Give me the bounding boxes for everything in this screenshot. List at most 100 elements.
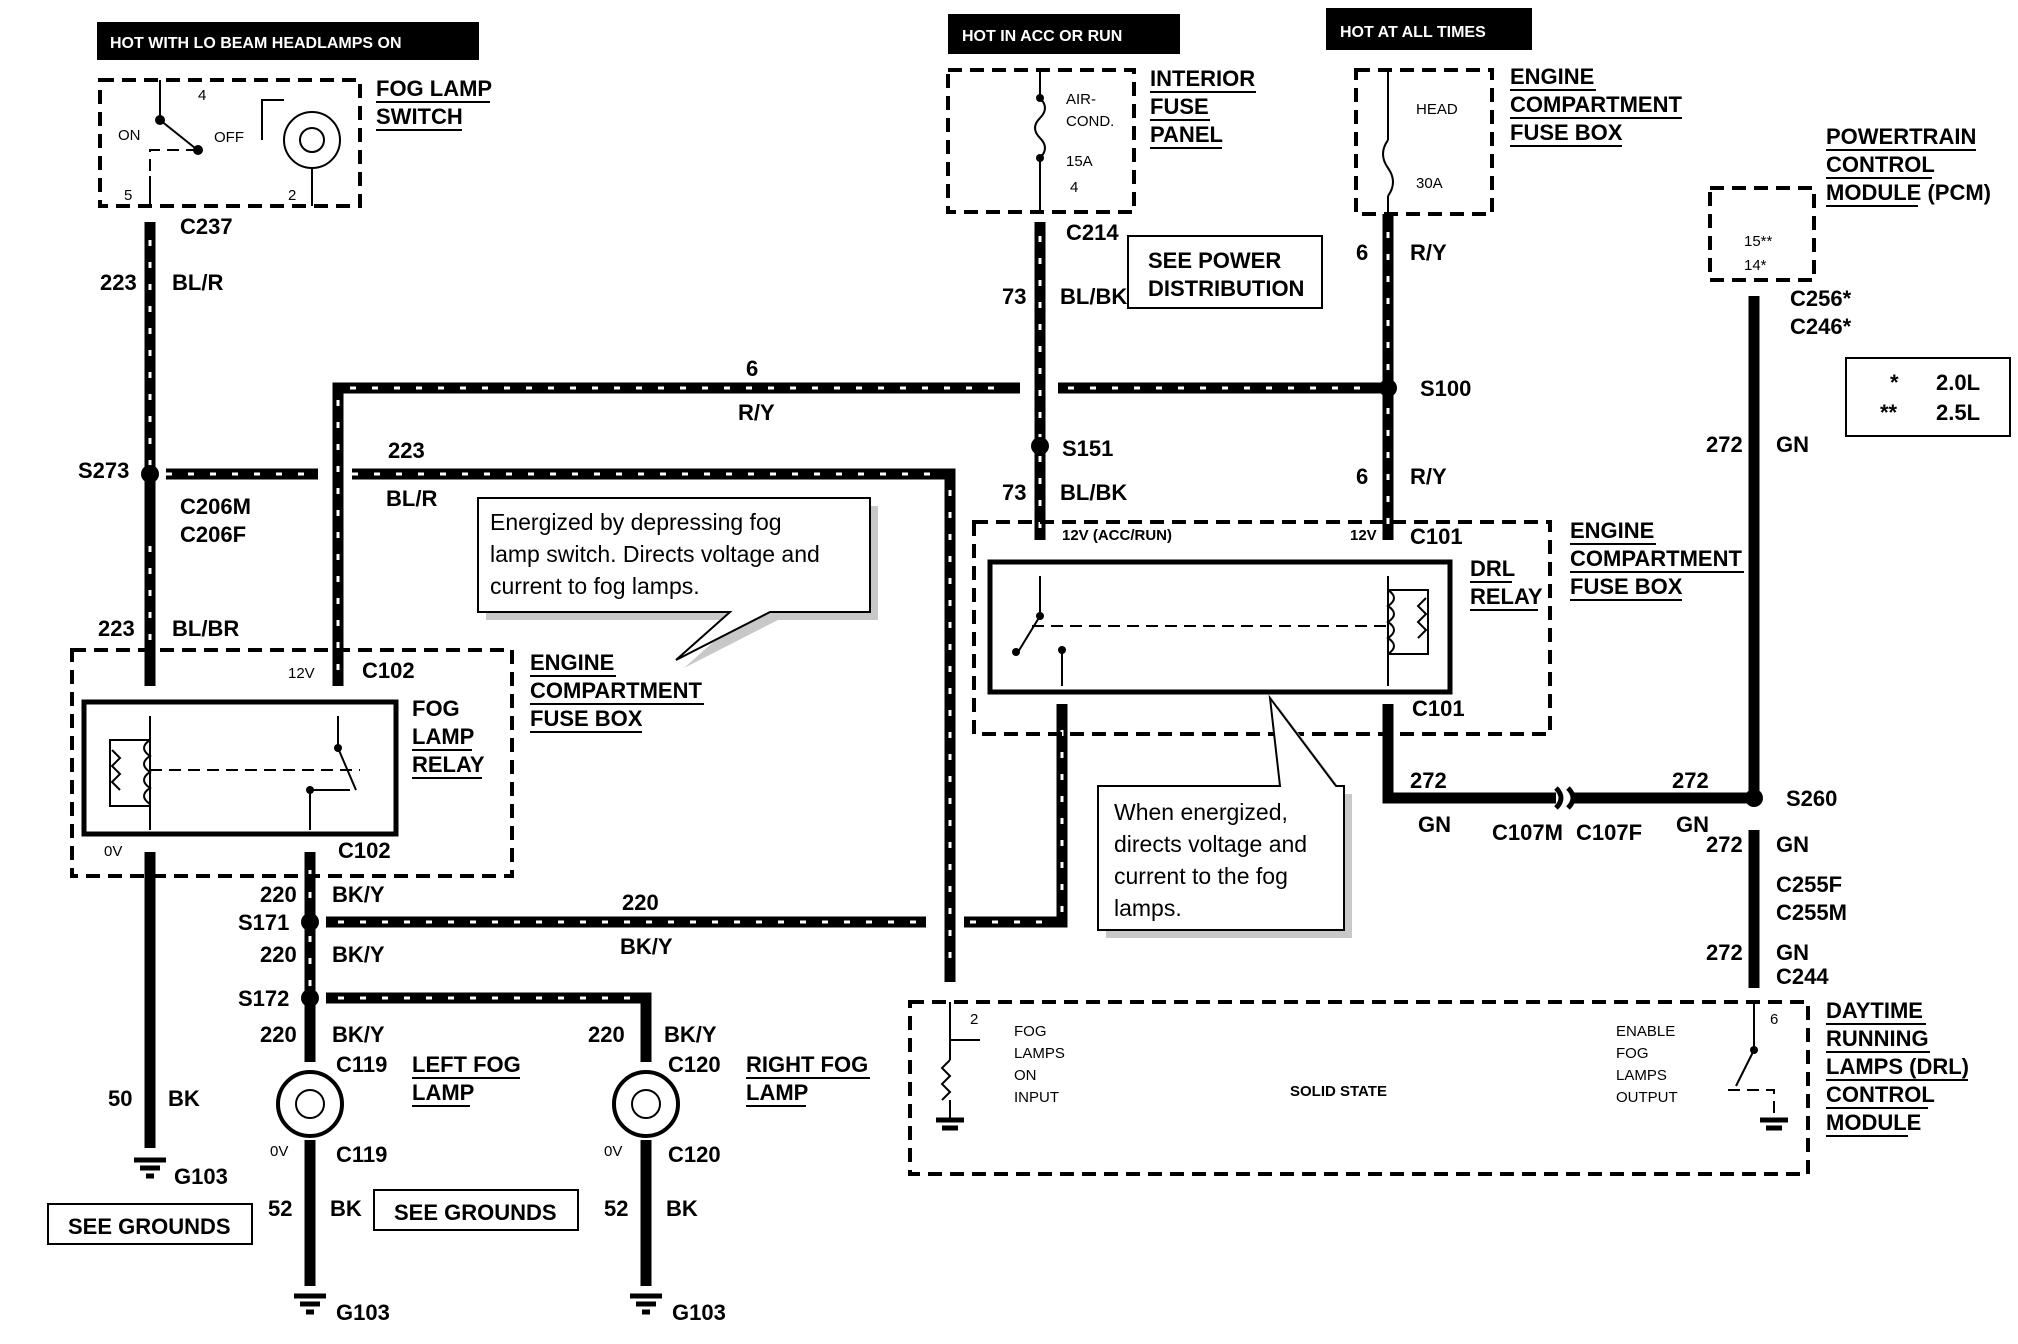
svg-text:HEAD: HEAD bbox=[1416, 101, 1458, 118]
see-grounds-box-mid: SEE GROUNDS bbox=[373, 1189, 579, 1231]
drl-relay-contact-icon bbox=[1017, 615, 1041, 653]
svg-text:220: 220 bbox=[260, 882, 297, 907]
splice-s100: S100 bbox=[1420, 376, 1471, 401]
svg-text:ENGINE: ENGINE bbox=[1510, 64, 1594, 89]
ground-icon-left-lamp bbox=[294, 1293, 326, 1315]
splice-s273: S273 bbox=[78, 458, 129, 483]
svg-text:BL/BR: BL/BR bbox=[172, 616, 239, 641]
switch-pin2: 2 bbox=[288, 187, 296, 204]
svg-text:LAMP: LAMP bbox=[412, 724, 474, 749]
connector-c206f: C206F bbox=[180, 522, 246, 547]
svg-text:220: 220 bbox=[260, 942, 297, 967]
right-fog-lamp-label: RIGHT FOG LAMP bbox=[746, 1052, 870, 1107]
svg-text:BK/Y: BK/Y bbox=[332, 1022, 385, 1047]
svg-text:272: 272 bbox=[1706, 940, 1743, 965]
connector-c246: C246* bbox=[1790, 314, 1852, 339]
connector-labels: C237 C214 C256* C246* C206M C206F C102 C… bbox=[180, 214, 1852, 1167]
engine-fuse-box-left-label: ENGINE COMPARTMENT FUSE BOX bbox=[530, 650, 704, 733]
connector-c255m: C255M bbox=[1776, 900, 1847, 925]
svg-text:GN: GN bbox=[1776, 940, 1809, 965]
svg-text:FUSE: FUSE bbox=[1150, 94, 1209, 119]
svg-text:MODULE (PCM): MODULE (PCM) bbox=[1826, 180, 1991, 205]
connector-c102-bottom: C102 bbox=[338, 838, 391, 863]
svg-text:GN: GN bbox=[1418, 812, 1451, 837]
connector-c107m: C107M bbox=[1492, 820, 1563, 845]
svg-text:**: ** bbox=[1880, 400, 1898, 425]
header-lo-beam-text: HOT WITH LO BEAM HEADLAMPS ON bbox=[110, 35, 402, 52]
engine-fuse-box-top: HEAD 30A bbox=[1354, 68, 1494, 216]
svg-text:FOG: FOG bbox=[412, 696, 460, 721]
svg-text:FOG: FOG bbox=[1616, 1045, 1649, 1062]
svg-text:6: 6 bbox=[1770, 1011, 1778, 1028]
head-fuse-icon bbox=[1382, 139, 1394, 197]
svg-text:12V: 12V bbox=[288, 665, 315, 682]
switch-on: ON bbox=[118, 127, 141, 144]
svg-text:SWITCH: SWITCH bbox=[376, 104, 463, 129]
svg-text:directs voltage and: directs voltage and bbox=[1114, 831, 1307, 857]
connector-c120-top: C120 bbox=[668, 1052, 721, 1077]
connector-c214: C214 bbox=[1066, 220, 1119, 245]
svg-text:COND.: COND. bbox=[1066, 113, 1114, 130]
svg-text:INTERIOR: INTERIOR bbox=[1150, 66, 1255, 91]
c107-connector-icon bbox=[1554, 786, 1576, 810]
connector-c244: C244 bbox=[1776, 964, 1829, 989]
switch-pin5: 5 bbox=[124, 187, 132, 204]
header-acc-run: HOT IN ACC OR RUN bbox=[948, 14, 1180, 54]
header-all-times-text: HOT AT ALL TIMES bbox=[1340, 24, 1486, 41]
svg-text:BK: BK bbox=[168, 1086, 200, 1111]
fog-relay-label: FOG LAMP RELAY bbox=[412, 696, 485, 779]
see-power-distribution-box: SEE POWER DISTRIBUTION bbox=[1127, 235, 1323, 309]
svg-text:LAMPS (DRL): LAMPS (DRL) bbox=[1826, 1054, 1969, 1079]
svg-text:current to the fog: current to the fog bbox=[1114, 863, 1288, 889]
drl-control-module: 2 6 FOG LAMPS ON INPUT ENABLE FOG LAMPS … bbox=[908, 1000, 1810, 1176]
svg-text:lamp switch. Directs voltage a: lamp switch. Directs voltage and bbox=[490, 541, 820, 567]
svg-text:FUSE BOX: FUSE BOX bbox=[1570, 574, 1683, 599]
svg-text:6: 6 bbox=[746, 356, 758, 381]
svg-text:*: * bbox=[1890, 370, 1899, 395]
connector-c237: C237 bbox=[180, 214, 233, 239]
voltage-labels: 12V 0V 12V (ACC/RUN) 12V 0V 0V bbox=[104, 527, 1377, 1160]
svg-text:MODULE: MODULE bbox=[1826, 1110, 1921, 1135]
svg-text:FUSE BOX: FUSE BOX bbox=[1510, 120, 1623, 145]
svg-text:52: 52 bbox=[268, 1196, 292, 1221]
splice-s171: S171 bbox=[238, 910, 289, 935]
right-fog-lamp-icon bbox=[612, 1070, 680, 1138]
svg-text:ENGINE: ENGINE bbox=[1570, 518, 1654, 543]
svg-text:R/Y: R/Y bbox=[738, 400, 775, 425]
svg-text:When energized,: When energized, bbox=[1114, 799, 1288, 825]
splice-s151: S151 bbox=[1062, 436, 1113, 461]
svg-text:50: 50 bbox=[108, 1086, 132, 1111]
svg-text:SEE GROUNDS: SEE GROUNDS bbox=[394, 1200, 557, 1225]
splice-s260: S260 bbox=[1786, 786, 1837, 811]
svg-text:AIR-: AIR- bbox=[1066, 91, 1096, 108]
header-all-times: HOT AT ALL TIMES bbox=[1326, 8, 1532, 50]
svg-text:FUSE BOX: FUSE BOX bbox=[530, 706, 643, 731]
svg-text:INPUT: INPUT bbox=[1014, 1089, 1059, 1106]
svg-text:R/Y: R/Y bbox=[1410, 240, 1447, 265]
engine-note-box: * 2.0L ** 2.5L bbox=[1845, 357, 2011, 437]
svg-text:220: 220 bbox=[260, 1022, 297, 1047]
svg-text:current to fog lamps.: current to fog lamps. bbox=[490, 573, 700, 599]
connector-c102-top: C102 bbox=[362, 658, 415, 683]
svg-text:RIGHT FOG: RIGHT FOG bbox=[746, 1052, 868, 1077]
connector-c256: C256* bbox=[1790, 286, 1852, 311]
svg-text:4: 4 bbox=[1070, 179, 1078, 196]
svg-text:73: 73 bbox=[1002, 284, 1026, 309]
splice-labels: S273 S100 S151 S171 S172 S260 bbox=[78, 376, 1837, 1011]
connector-c119-bottom: C119 bbox=[336, 1142, 387, 1167]
svg-text:15A: 15A bbox=[1066, 153, 1093, 170]
svg-text:223: 223 bbox=[98, 616, 135, 641]
svg-text:BL/R: BL/R bbox=[172, 270, 223, 295]
svg-text:ENABLE: ENABLE bbox=[1616, 1023, 1675, 1040]
svg-text:PANEL: PANEL bbox=[1150, 122, 1223, 147]
left-fog-lamp-label: LEFT FOG LAMP bbox=[412, 1052, 521, 1107]
svg-text:CONTROL: CONTROL bbox=[1826, 1082, 1935, 1107]
connector-c255f: C255F bbox=[1776, 872, 1842, 897]
svg-text:6: 6 bbox=[1356, 240, 1368, 265]
svg-text:COMPARTMENT: COMPARTMENT bbox=[530, 678, 702, 703]
connector-c101-bottom: C101 bbox=[1412, 696, 1465, 721]
svg-text:POWERTRAIN: POWERTRAIN bbox=[1826, 124, 1976, 149]
svg-text:ENGINE: ENGINE bbox=[530, 650, 614, 675]
svg-text:LEFT FOG: LEFT FOG bbox=[412, 1052, 521, 1077]
svg-text:0V: 0V bbox=[604, 1143, 622, 1160]
